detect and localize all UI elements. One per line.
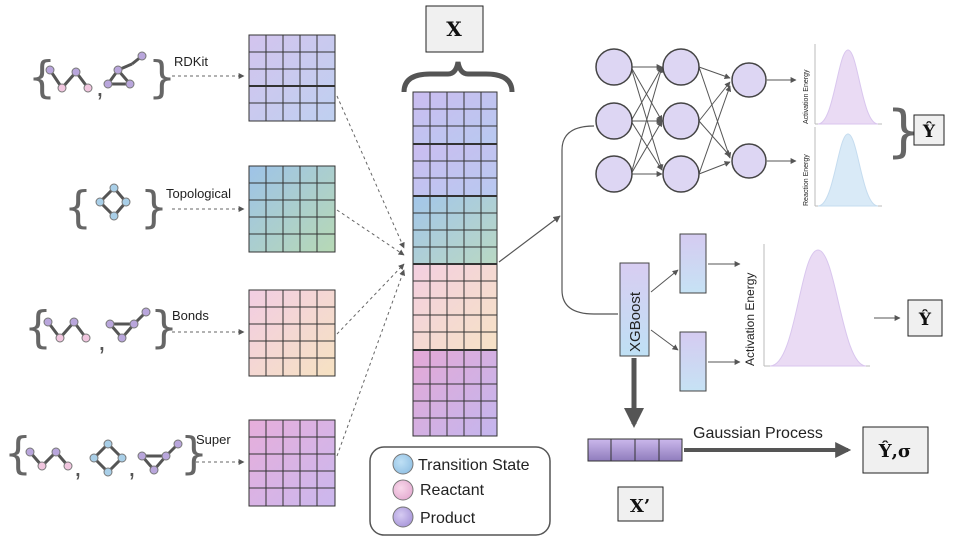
molecule-set-topological: { } Topological	[64, 182, 245, 233]
x-feature-column	[412, 91, 498, 437]
svg-text:,: ,	[96, 71, 104, 102]
xgb-activation-energy-plot: Activation Energy	[743, 244, 870, 367]
nn-node	[595, 48, 633, 86]
svg-text:}: }	[180, 428, 208, 479]
nn-node	[662, 102, 700, 140]
svg-text:,: ,	[74, 451, 82, 482]
nn-node	[595, 102, 633, 140]
xgb-output-label: Ŷ	[918, 309, 932, 330]
x-prime-label: X’	[630, 496, 650, 517]
gp-output-box: Ŷ,σ	[862, 426, 929, 474]
svg-text:,: ,	[98, 325, 106, 356]
legend-transition-state: Transition State	[418, 457, 530, 474]
x-label: X	[446, 17, 462, 41]
molecule-set-super: { , , } Super	[4, 428, 245, 482]
nn-output-box: Ŷ	[913, 114, 945, 146]
reactant-swatch-icon	[392, 479, 414, 501]
open-brace-icon: {	[28, 52, 56, 103]
label-topological: Topological	[166, 186, 231, 201]
reaction-energy-plot: Reaction Energy	[803, 127, 882, 207]
nn-node	[595, 155, 633, 193]
close-brace-icon: }	[148, 52, 176, 103]
grid-bonds	[248, 289, 336, 377]
gp-output-label: Ŷ,σ	[878, 439, 911, 462]
plot-ylabel-reaction: Reaction Energy	[803, 154, 810, 206]
x-to-models-connector	[498, 125, 618, 315]
svg-text:}: }	[140, 182, 168, 233]
legend-reactant: Reactant	[420, 482, 485, 499]
x-prime-vector	[587, 438, 683, 462]
nn-node	[662, 155, 700, 193]
x-label-box: X	[425, 5, 484, 53]
svg-text:{: {	[64, 182, 92, 233]
nn-output-label: Ŷ	[922, 121, 936, 142]
svg-text:{: {	[24, 302, 52, 353]
feature-to-x-arrows	[336, 95, 405, 457]
legend-product: Product	[420, 510, 476, 527]
neural-network	[595, 48, 797, 193]
xgboost-model: XGBoost	[619, 233, 741, 392]
label-rdkit: RDKit	[174, 54, 208, 69]
activation-energy-plot: Activation Energy	[803, 44, 882, 125]
label-bonds: Bonds	[172, 308, 209, 323]
xgb-plot-ylabel: Activation Energy	[743, 273, 757, 366]
molecule-set-bonds: { , } Bonds	[24, 302, 245, 356]
product-swatch-icon	[392, 506, 414, 528]
legend: Transition State Reactant Product	[369, 446, 551, 536]
svg-text:}: }	[150, 302, 178, 353]
xgboost-tree-leaf	[679, 331, 707, 392]
nn-node	[731, 62, 767, 98]
gaussian-process-label: Gaussian Process	[693, 425, 823, 442]
nn-node	[662, 48, 700, 86]
plot-ylabel-activation: Activation Energy	[803, 69, 810, 124]
x-brace	[401, 61, 515, 93]
x-prime-label-box: X’	[617, 486, 664, 522]
svg-text:,: ,	[128, 451, 136, 482]
grid-rdkit	[248, 34, 336, 122]
chain-molecule-icon	[48, 69, 90, 91]
xgboost-tree-leaf	[679, 233, 707, 294]
molecule-set-rdkit: { , } RDKit	[28, 51, 245, 103]
transition-state-swatch-icon	[392, 453, 414, 475]
nn-node	[731, 143, 767, 179]
xgboost-label: XGBoost	[627, 291, 644, 352]
xgb-output-box: Ŷ	[907, 299, 943, 337]
grid-super	[248, 419, 336, 507]
label-super: Super	[196, 432, 231, 447]
grid-topological	[248, 165, 336, 253]
